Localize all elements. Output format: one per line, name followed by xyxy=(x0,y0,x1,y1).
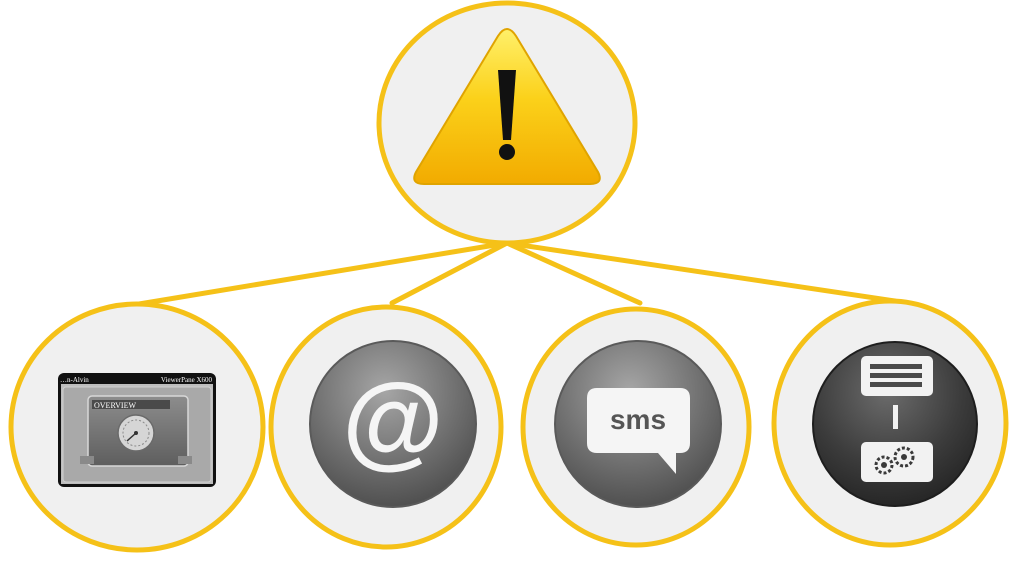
process-node xyxy=(771,298,1009,548)
connector-line xyxy=(504,240,643,306)
sms-label: sms xyxy=(610,404,666,435)
hmi-model-label: ViewerPane X600 xyxy=(161,376,213,384)
connector-line xyxy=(389,240,510,306)
email-at-symbol: @ xyxy=(342,363,443,479)
hmi-panel-node: OVERVIEW …n-Alvin ViewerPane X600 xyxy=(8,301,266,553)
process-gears-icon xyxy=(812,341,978,507)
email-node: @ xyxy=(268,304,504,550)
warning-node xyxy=(376,0,638,246)
sms-node: sms xyxy=(520,306,752,548)
connector-lines xyxy=(130,240,898,308)
warning-triangle-icon xyxy=(413,28,601,185)
hmi-screen-title: OVERVIEW xyxy=(94,401,136,410)
hmi-panel-icon: OVERVIEW …n-Alvin ViewerPane X600 xyxy=(58,373,216,487)
connector-line xyxy=(130,240,510,308)
email-at-icon: @ xyxy=(309,340,477,508)
connector-line xyxy=(504,240,898,304)
sms-bubble-icon: sms xyxy=(554,340,722,508)
hmi-brand-label: …n-Alvin xyxy=(60,376,89,384)
